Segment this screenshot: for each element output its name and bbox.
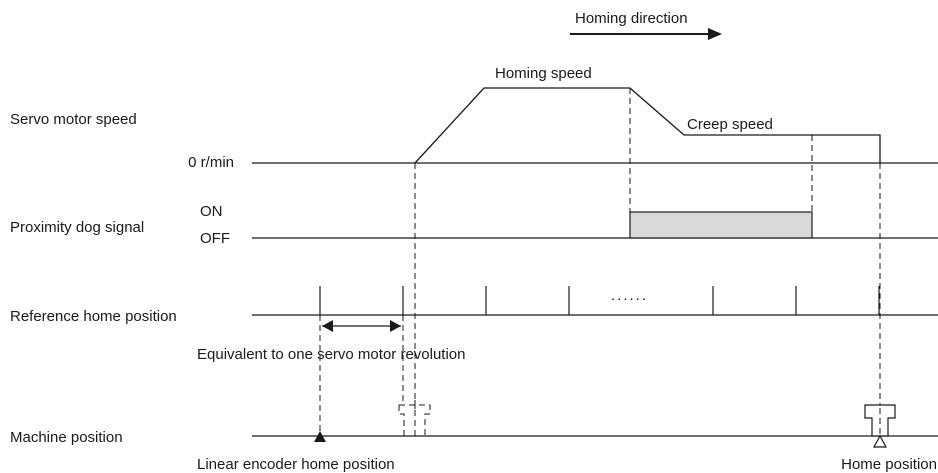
linear-encoder-home-marker	[314, 431, 326, 442]
zero-speed-label: 0 r/min	[188, 154, 234, 171]
homing-speed-label: Homing speed	[495, 65, 592, 82]
row-label-reference-home-position: Reference home position	[10, 308, 177, 325]
home-position-marker	[872, 434, 888, 448]
row-label-machine-position: Machine position	[10, 429, 123, 446]
dog-off-label: OFF	[200, 230, 230, 247]
linear-encoder-home-label: Linear encoder home position	[197, 456, 395, 473]
home-position-label: Home position	[841, 456, 937, 473]
one-revolution-arrowhead-right	[390, 320, 401, 332]
pulse-ellipsis: ......	[611, 287, 648, 304]
row-label-servo-motor-speed: Servo motor speed	[10, 111, 137, 128]
homing-direction-arrowhead	[708, 28, 722, 40]
one-revolution-label: Equivalent to one servo motor revolution	[197, 346, 465, 363]
row-label-proximity-dog-signal: Proximity dog signal	[10, 219, 144, 236]
one-revolution-arrowhead-left	[322, 320, 333, 332]
servo-speed-profile	[414, 87, 881, 164]
homing-direction-label: Homing direction	[575, 10, 688, 27]
start-table-outline	[398, 400, 431, 436]
dog-on-pulse	[629, 211, 813, 239]
dog-on-label: ON	[200, 203, 223, 220]
creep-speed-label: Creep speed	[687, 116, 773, 133]
